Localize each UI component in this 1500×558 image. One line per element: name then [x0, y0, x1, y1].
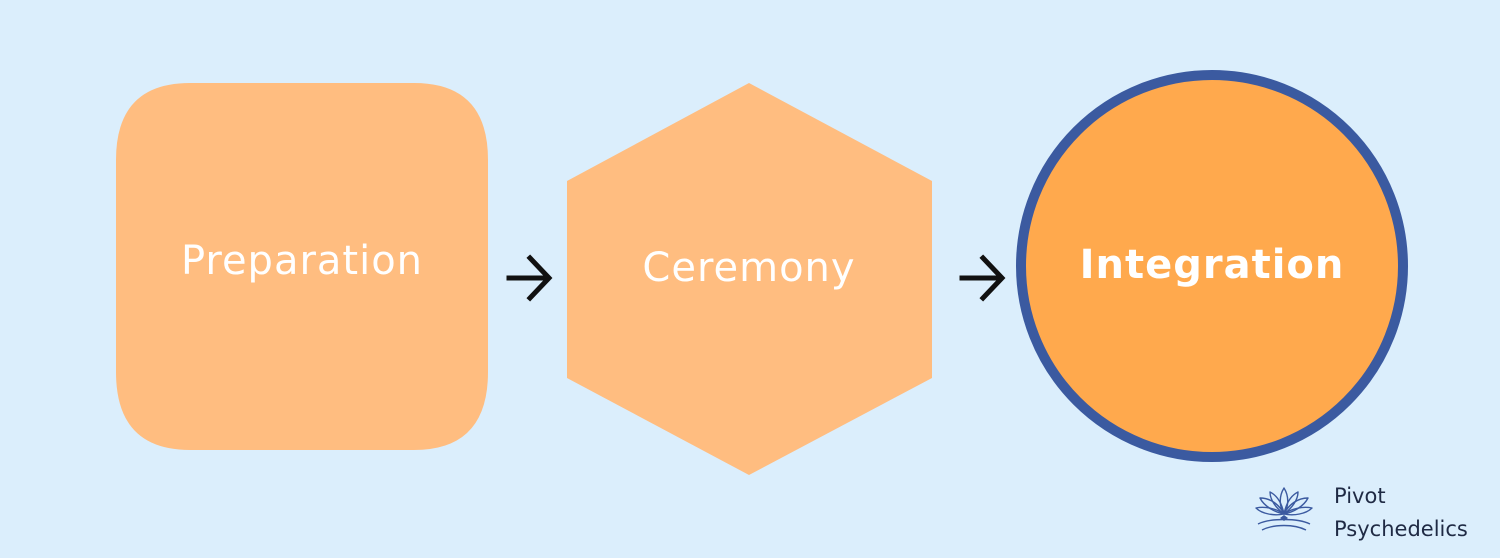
node-preparation-shape [116, 83, 488, 450]
brand-name-line2: Psychedelics [1334, 517, 1468, 541]
node-preparation-label: Preparation [181, 238, 423, 284]
node-ceremony-shape [567, 83, 932, 475]
lotus-icon [1255, 487, 1313, 531]
node-integration-label: Integration [1080, 242, 1345, 288]
brand-name-line1: Pivot [1334, 484, 1386, 508]
node-ceremony-label: Ceremony [642, 245, 855, 291]
brand-name: Pivot Psychedelics [1334, 480, 1468, 546]
arrow-right-icon [959, 254, 1006, 302]
arrow-right-icon [506, 254, 553, 302]
node-integration-shape [1016, 70, 1408, 462]
